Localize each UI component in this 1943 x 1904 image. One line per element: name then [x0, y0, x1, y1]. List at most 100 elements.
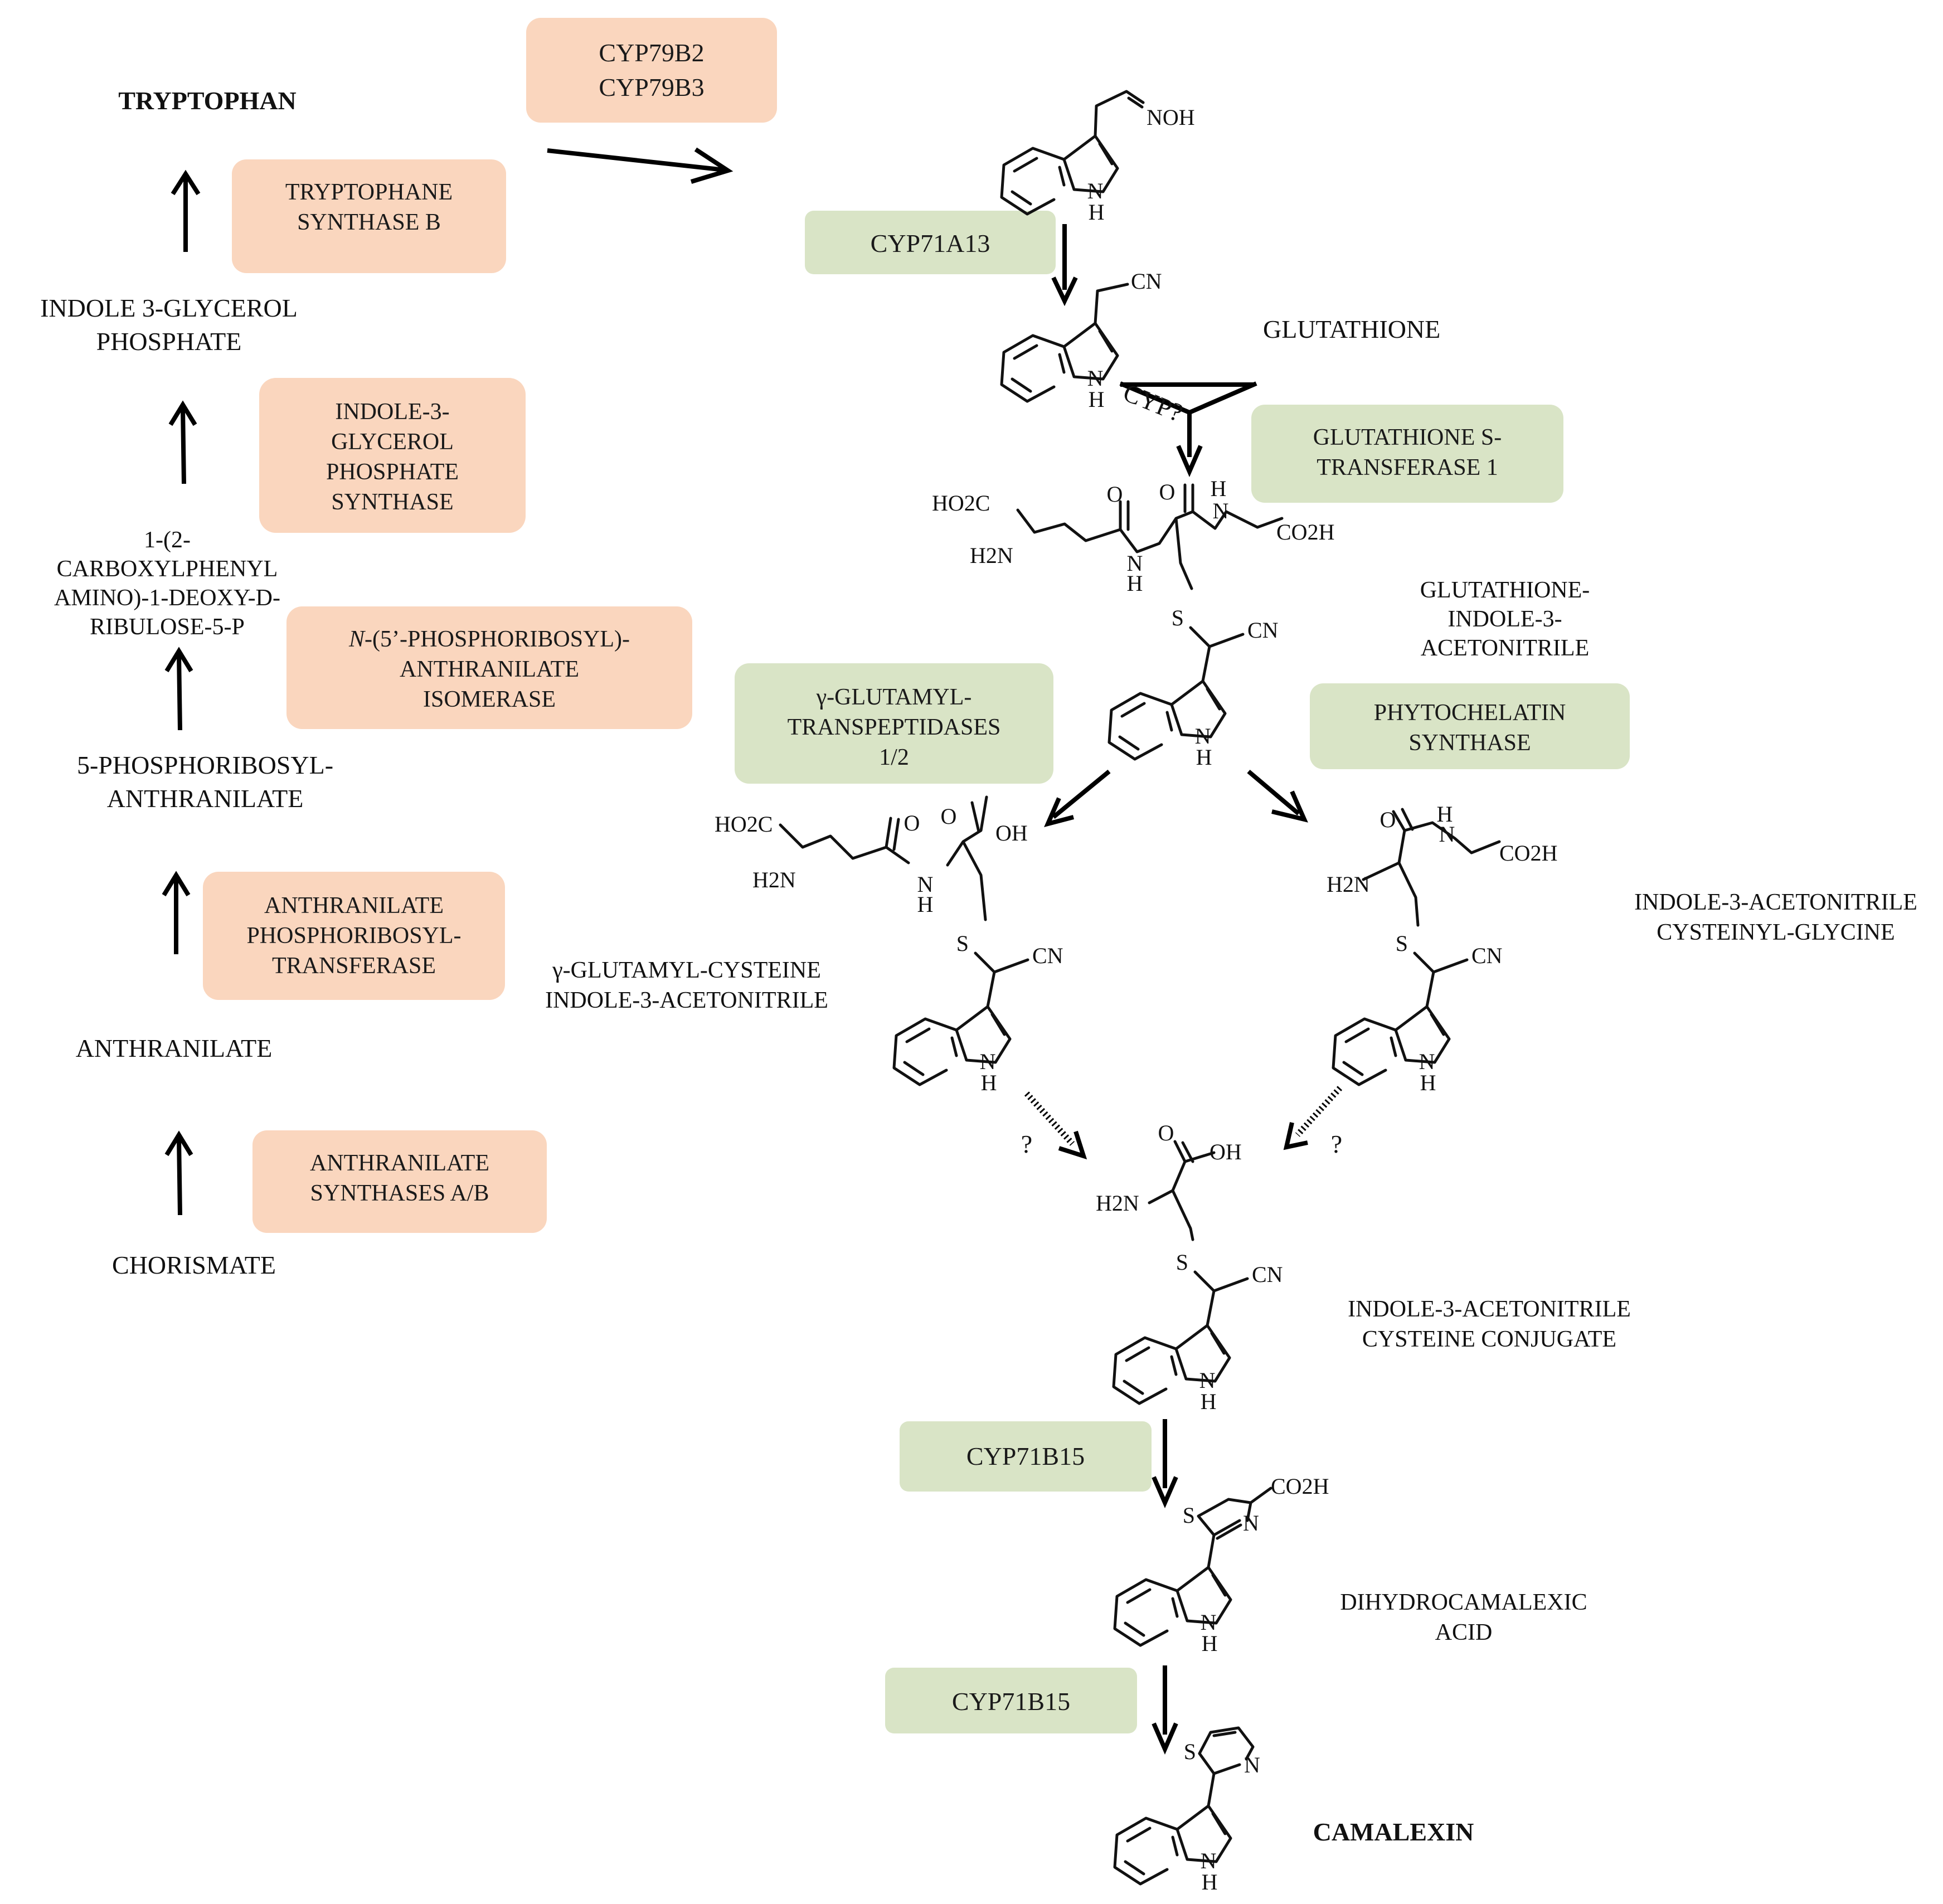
label-chorismate: CHORISMATE — [112, 1251, 276, 1279]
arrow-to-dhca — [1152, 1419, 1178, 1509]
chem-s-dhca: S — [1183, 1503, 1195, 1528]
label-anthranilate: ANTHRANILATE — [76, 1034, 273, 1062]
enzyme-box-anthranilate-prt-bg — [203, 872, 505, 1000]
structure-dhca: S N CO2H — [1115, 1474, 1329, 1656]
enzyme-prai-italic-n: N — [348, 626, 366, 652]
chem-h-cg: H — [1437, 802, 1453, 827]
structure-ian-cysgly-indole — [1333, 931, 1503, 1095]
chem-oh-1: OH — [995, 820, 1028, 846]
enzyme-box-ggt: γ-GLUTAMYL- TRANSPEPTIDASES 1/2 — [735, 663, 1053, 784]
enzyme-box-anthranilate-prt: ANTHRANILATE PHOSPHORIBOSYL- TRANSFERASE — [203, 872, 505, 1000]
label-indole-glycerol-phosphate-2: PHOSPHATE — [96, 327, 242, 356]
chem-s-cam: S — [1184, 1739, 1196, 1764]
arrow-to-camalexin — [1152, 1665, 1178, 1755]
structure-ian-cys-indole — [1114, 1250, 1283, 1414]
pathway-arrows — [1024, 224, 1343, 1755]
enzyme-gst-2: TRANSFERASE 1 — [1317, 455, 1498, 480]
label-cdrp-3: AMINO)-1-DEOXY-D- — [54, 585, 280, 611]
arrow-up-1 — [171, 169, 201, 252]
chem-ho2c-2: HO2C — [715, 812, 773, 837]
arrow-up-2 — [168, 400, 197, 484]
enzyme-cyp71a13: CYP71A13 — [871, 229, 990, 258]
enzyme-as-2: SYNTHASES A/B — [310, 1181, 489, 1206]
enzyme-box-cyp71a13-bg — [805, 211, 1056, 274]
enzyme-box-cyp79b: CYP79B2 CYP79B3 — [526, 18, 777, 123]
enzyme-cyp79b3: CYP79B3 — [599, 73, 704, 101]
chem-o-2: O — [1159, 479, 1175, 504]
enzyme-box-tryptophane-synthase-bg — [232, 159, 506, 273]
structure-gsh-ian: HO2C H2N O O H N CO2H N H — [932, 476, 1334, 596]
label-question-left: ? — [1021, 1130, 1032, 1158]
enzyme-tryptophane-1: TRYPTOPHANE — [285, 179, 453, 205]
enzyme-box-prai-bg — [286, 606, 692, 729]
chem-n-gc: N — [917, 872, 934, 897]
enzyme-box-cyp71b15-b: CYP71B15 — [885, 1668, 1137, 1733]
structure-camalexin: S N — [1115, 1726, 1260, 1895]
label-camalexin: CAMALEXIN — [1313, 1818, 1474, 1846]
enzyme-pcs-2: SYNTHASE — [1408, 730, 1531, 756]
enzyme-igps-4: SYNTHASE — [331, 489, 453, 515]
enzyme-box-gst-bg — [1251, 405, 1563, 503]
enzyme-box-gst: GLUTATHIONE S- TRANSFERASE 1 — [1251, 405, 1563, 503]
arrow-up-5 — [164, 1130, 193, 1216]
enzyme-box-anthranilate-synthases: ANTHRANILATE SYNTHASES A/B — [252, 1130, 547, 1233]
enzyme-igps-1: INDOLE-3- — [335, 399, 449, 425]
chem-co2h-2: CO2H — [1499, 841, 1557, 866]
enzyme-aprt-2: PHOSPHORIBOSYL- — [246, 923, 461, 949]
enzyme-aprt-1: ANTHRANILATE — [264, 893, 444, 919]
enzyme-box-igps-bg — [259, 378, 526, 533]
enzyme-prai-1-rest: -(5’-PHOSPHORIBOSYL)- — [365, 626, 630, 652]
arrow-to-ian-cysgly — [1247, 769, 1308, 823]
enzyme-tryptophane-2: SYNTHASE B — [297, 210, 441, 235]
label-gsh-ian-1: GLUTATHIONE- — [1420, 577, 1590, 603]
chem-o-1: O — [1107, 482, 1123, 507]
structure-gc-ian-indole — [894, 931, 1063, 1095]
chem-ho2c-1: HO2C — [932, 490, 990, 516]
chem-cn-ian: CN — [1131, 269, 1162, 294]
enzyme-igps-3: PHOSPHATE — [326, 459, 459, 485]
chem-oh-2: OH — [1209, 1139, 1242, 1164]
chem-o-3: O — [904, 810, 920, 836]
chem-n-cam: N — [1244, 1752, 1260, 1777]
label-cdrp-2: CARBOXYLPHENYL — [57, 556, 278, 582]
chem-h-gc: H — [917, 892, 934, 917]
arrow-up-3 — [164, 647, 193, 731]
enzyme-prai-1: N-(5’-PHOSPHORIBOSYL)- — [348, 626, 630, 652]
arrow-glutathione-join — [1119, 381, 1257, 478]
chem-h2n-2: H2N — [752, 867, 796, 892]
enzyme-box-igps: INDOLE-3- GLYCEROL PHOSPHATE SYNTHASE — [259, 378, 526, 533]
structure-gsh-ian-indole — [1109, 605, 1279, 770]
enzyme-box-pcs: PHYTOCHELATIN SYNTHASE — [1310, 683, 1630, 769]
chem-n-dhca: N — [1243, 1510, 1259, 1536]
arrow-oxime-to-ian — [1051, 224, 1078, 307]
chem-h2n-3: H2N — [1327, 872, 1370, 897]
structure-ian-cysgly: H2N O H N CO2H — [1327, 802, 1557, 927]
enzyme-prai-2: ANTHRANILATE — [400, 657, 579, 682]
label-ian-cysgly-1: INDOLE-3-ACETONITRILE — [1634, 890, 1917, 915]
enzyme-box-cyp79b-bg — [526, 18, 777, 123]
label-ian-cys-2: CYSTEINE CONJUGATE — [1362, 1327, 1616, 1352]
chem-h2n-4: H2N — [1096, 1191, 1139, 1216]
enzyme-box-cyp71a13: CYP71A13 — [805, 211, 1056, 274]
arrow-dashed-right — [1295, 1086, 1343, 1137]
arrow-to-oxime — [547, 147, 734, 184]
enzyme-as-1: ANTHRANILATE — [310, 1150, 489, 1176]
arrow-to-gc-ian — [1044, 769, 1111, 827]
label-ian-cys-1: INDOLE-3-ACETONITRILE — [1348, 1296, 1631, 1322]
label-question-right: ? — [1331, 1130, 1342, 1158]
left-arrows — [162, 147, 734, 1216]
label-tryptophan: TRYPTOPHAN — [118, 86, 297, 115]
label-dhca-2: ACID — [1435, 1620, 1493, 1645]
enzyme-box-anthranilate-synthases-bg — [252, 1130, 547, 1233]
label-cdrp-1: 1-(2- — [144, 527, 191, 553]
enzyme-cyp71b15-a: CYP71B15 — [966, 1442, 1085, 1470]
enzyme-gst-1: GLUTATHIONE S- — [1313, 425, 1502, 450]
enzyme-ggt-2: TRANSPEPTIDASES — [788, 715, 1001, 740]
arrow-up-4 — [162, 871, 191, 954]
chem-noh: NOH — [1147, 105, 1195, 130]
label-gsh-ian-2: INDOLE-3- — [1447, 606, 1562, 632]
enzyme-cyp71b15-b: CYP71B15 — [952, 1687, 1070, 1716]
label-gc-ian-1: γ-GLUTAMYL-CYSTEINE — [552, 958, 821, 983]
